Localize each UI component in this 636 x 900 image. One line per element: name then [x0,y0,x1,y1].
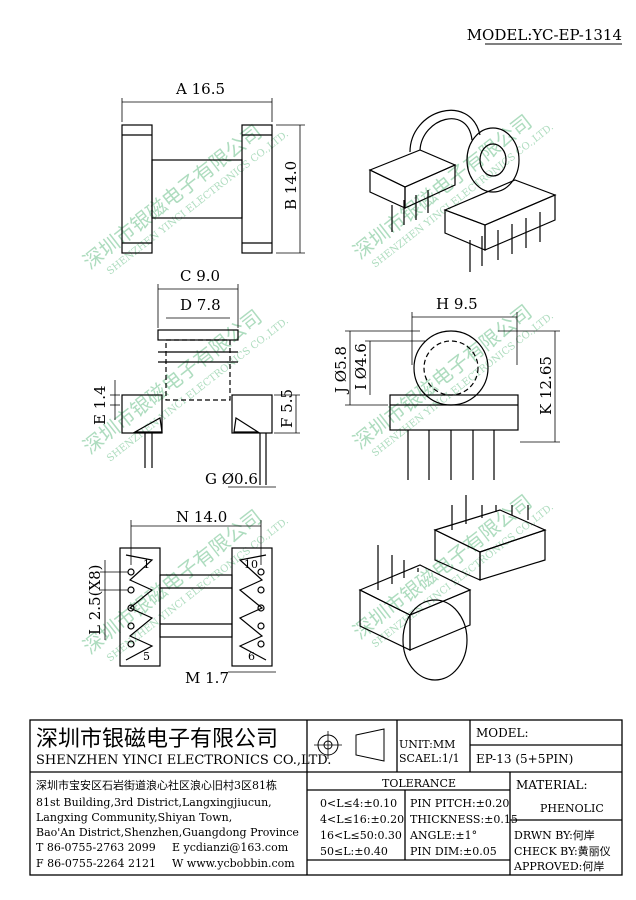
tolerance-row: 4<L≤16:±0.20 [320,813,405,826]
model-value: EP-13 (5+5PIN) [476,752,574,766]
pin-10-label: 10 [244,558,258,571]
tolerance-row: 50≤L:±0.40 [320,845,388,858]
pin-5-label: 5 [143,650,150,663]
dim-k: K 12.65 [537,356,555,415]
address-line: 深圳市宝安区石岩街道浪心社区浪心旧村3区81栋 [36,779,277,792]
address-line: Bao'An District,Shenzhen,Guangdong Provi… [36,826,299,839]
dim-n: N 14.0 [176,508,227,526]
check-by: CHECK BY:黄丽仪 [514,845,611,858]
unit: UNIT:MM [399,738,456,751]
end-view [345,312,560,480]
watermark-en: SHENZHEN YINCI ELECTRONICS CO.,LTD. [105,316,291,465]
approved-by: APPROVED:何岸 [514,860,605,873]
watermark-cn: 深圳市银磁电子有限公司 [348,300,536,454]
company-cn: 深圳市银磁电子有限公司 [36,727,279,752]
dim-g: G Ø0.6 [205,470,258,488]
tolerance-title: TOLERANCE [382,777,456,790]
dim-m: M 1.7 [185,669,229,687]
email: E ycdianzi@163.com [172,841,289,854]
dim-a: A 16.5 [175,80,225,98]
pin-tolerance-row: PIN PITCH:±0.20 [410,797,510,810]
dim-e: E 1.4 [91,385,109,425]
dim-i: I Ø4.6 [352,343,370,390]
pin-6-label: 6 [248,650,255,663]
drawn-by: DRWN BY:何岸 [514,829,595,842]
company-en: SHENZHEN YINCI ELECTRONICS CO.,LTD. [36,753,332,768]
iso-view-top [368,109,557,272]
pin-1-label: 1 [143,558,150,571]
model-header: MODEL:YC-EP-1314 [467,26,622,44]
web: W www.ycbobbin.com [172,857,295,870]
dim-j: J Ø5.8 [332,346,350,395]
material-value: PHENOLIC [540,802,604,815]
dim-b: B 14.0 [282,161,300,210]
material-label: MATERIAL: [516,778,588,792]
dim-l: L 2.5(X8) [86,564,104,635]
watermark-cn: 深圳市银磁电子有限公司 [78,120,266,274]
watermark-en: SHENZHEN YINCI ELECTRONICS CO.,LTD. [370,122,556,271]
model-label: MODEL: [476,726,529,740]
watermark-en: SHENZHEN YINCI ELECTRONICS CO.,LTD. [105,129,291,278]
pin-tolerance-row: THICKNESS:±0.15 [410,813,518,826]
address-line: 81st Building,3rd District,Langxingjiucu… [36,796,272,809]
dim-d: D 7.8 [180,296,221,314]
dim-f: F 5.5 [278,389,296,428]
tolerance-row: 0<L≤4:±0.10 [320,797,398,810]
side-view [110,284,300,488]
address-line: Langxing Community,Shiyan Town, [36,811,233,824]
dim-c: C 9.0 [180,267,220,285]
dim-h: H 9.5 [436,295,478,313]
iso-view-bottom [358,495,547,681]
front-view [121,98,305,254]
pin-tolerance-row: PIN DIM:±0.05 [410,845,497,858]
tel: T 86-0755-2763 2099 [36,841,156,854]
fax: F 86-0755-2264 2121 [36,857,157,870]
watermark-cn: 深圳市银磁电子有限公司 [348,490,536,644]
scale: SCAEL:1/1 [399,752,460,765]
pin-tolerance-row: ANGLE:±1° [410,829,478,842]
watermark-cn: 深圳市银磁电子有限公司 [78,505,266,659]
title-block [29,719,623,876]
tolerance-row: 16<L≤50:0.30 [320,829,402,842]
bottom-view [100,520,276,673]
